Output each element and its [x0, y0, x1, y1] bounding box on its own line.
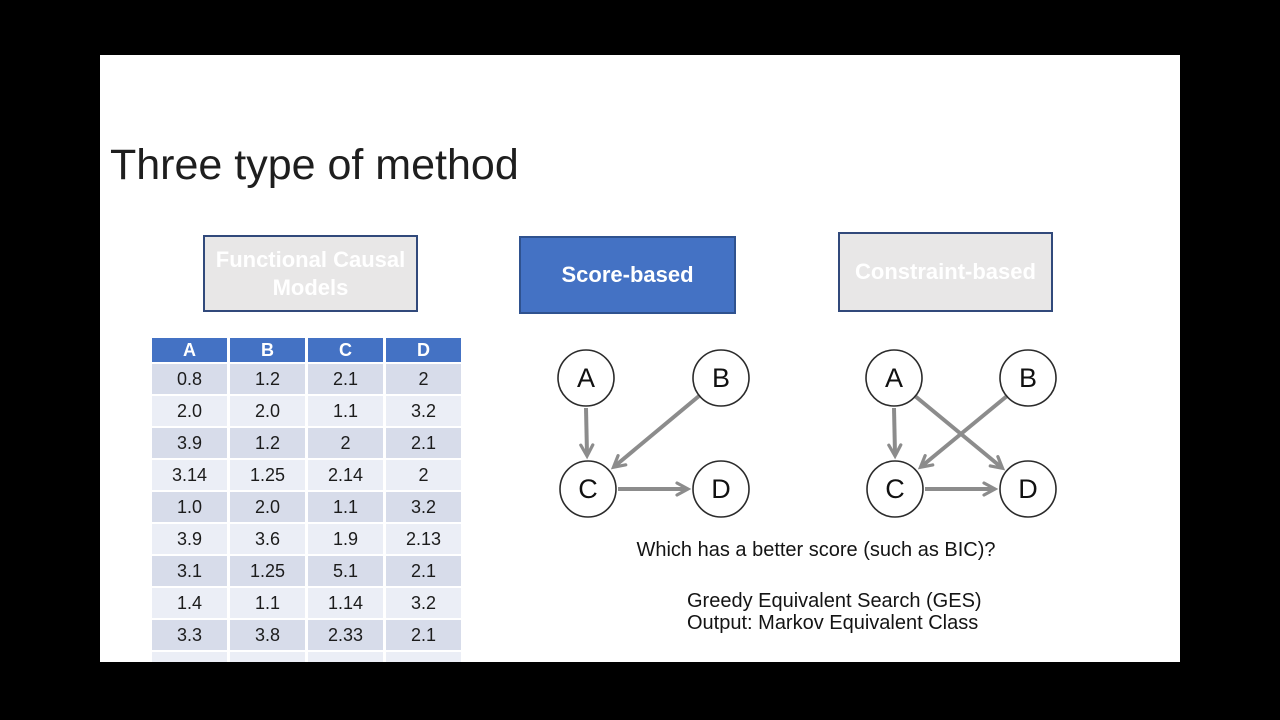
table-cell: 3.2 — [386, 588, 461, 618]
method-box-functional-causal-models: Functional Causal Models — [203, 235, 418, 312]
table-cell — [152, 652, 227, 662]
table-cell — [308, 652, 383, 662]
table-cell: 2.1 — [386, 428, 461, 458]
node-c-circle — [559, 460, 617, 518]
node-b-circle — [692, 349, 750, 407]
node-b-label: B — [712, 363, 730, 393]
node-d-circle — [692, 460, 750, 518]
table-cell: 2.33 — [308, 620, 383, 650]
score-based-graph: A B C D — [557, 349, 750, 518]
table-cell: 2.1 — [386, 620, 461, 650]
edge-a-to-d — [913, 394, 1006, 471]
table-cell: 5.1 — [308, 556, 383, 586]
table-cell: 2 — [386, 364, 461, 394]
table-cell: 1.25 — [230, 556, 305, 586]
node-d-label: D — [1018, 474, 1038, 504]
table-cell: 1.2 — [230, 364, 305, 394]
node-d-circle — [999, 460, 1057, 518]
slide: Three type of method Functional Causal M… — [100, 55, 1180, 662]
table-cell: 3.6 — [230, 524, 305, 554]
table-cell: 2.14 — [308, 460, 383, 490]
table-cell: 2 — [308, 428, 383, 458]
table-cell: 2.1 — [308, 364, 383, 394]
table-cell: 3.14 — [152, 460, 227, 490]
table-cell: 1.4 — [152, 588, 227, 618]
constraint-based-graph: A B C D — [865, 349, 1057, 518]
node-a-circle — [865, 349, 923, 407]
table-cell: 3.9 — [152, 428, 227, 458]
table-header-cell: D — [386, 338, 461, 362]
table-cell: 3.1 — [152, 556, 227, 586]
table-cell: 1.0 — [152, 492, 227, 522]
table-cell: 3.3 — [152, 620, 227, 650]
edge-a-to-c — [579, 407, 595, 460]
table-header-cell: C — [308, 338, 383, 362]
edge-b-to-c — [917, 394, 1009, 470]
ges-caption-line2: Output: Markov Equivalent Class — [687, 612, 979, 634]
edge-a-to-c — [887, 407, 903, 460]
node-c-label: C — [885, 474, 905, 504]
method-box-score-based: Score-based — [519, 236, 736, 314]
table-cell: 3.2 — [386, 396, 461, 426]
table-cell: 2.0 — [230, 492, 305, 522]
node-d-label: D — [711, 474, 731, 504]
ges-caption-line1: Greedy Equivalent Search (GES) — [687, 590, 982, 612]
table-header-cell: B — [230, 338, 305, 362]
table-cell: 2.13 — [386, 524, 461, 554]
table-cell: 2.1 — [386, 556, 461, 586]
node-c-label: C — [578, 474, 598, 504]
table-cell: 1.1 — [308, 492, 383, 522]
table-cell: 3.8 — [230, 620, 305, 650]
table-cell: 2 — [386, 460, 461, 490]
table-cell: 1.1 — [308, 396, 383, 426]
table-header-cell: A — [152, 338, 227, 362]
slide-title: Three type of method — [110, 141, 519, 189]
table-cell: 3.9 — [152, 524, 227, 554]
edge-b-to-c — [610, 394, 701, 470]
node-a-label: A — [577, 363, 595, 393]
node-b-label: B — [1019, 363, 1037, 393]
table-cell: 2.0 — [230, 396, 305, 426]
node-c-circle — [866, 460, 924, 518]
method-box-constraint-based: Constraint-based — [838, 232, 1053, 312]
table-cell — [230, 652, 305, 662]
node-b-circle — [999, 349, 1057, 407]
table-cell: 1.1 — [230, 588, 305, 618]
node-a-label: A — [885, 363, 903, 393]
score-question-caption: Which has a better score (such as BIC)? — [636, 539, 996, 561]
ges-caption: Greedy Equivalent Search (GES) Output: M… — [687, 590, 982, 634]
table-cell: 1.14 — [308, 588, 383, 618]
table-cell: 1.2 — [230, 428, 305, 458]
table-cell: 1.9 — [308, 524, 383, 554]
node-a-circle — [557, 349, 615, 407]
table-cell: 3.2 — [386, 492, 461, 522]
table-cell: 2.0 — [152, 396, 227, 426]
table-cell — [386, 652, 461, 662]
table-cell: 0.8 — [152, 364, 227, 394]
table-cell: 1.25 — [230, 460, 305, 490]
table-row-partial — [152, 652, 461, 662]
